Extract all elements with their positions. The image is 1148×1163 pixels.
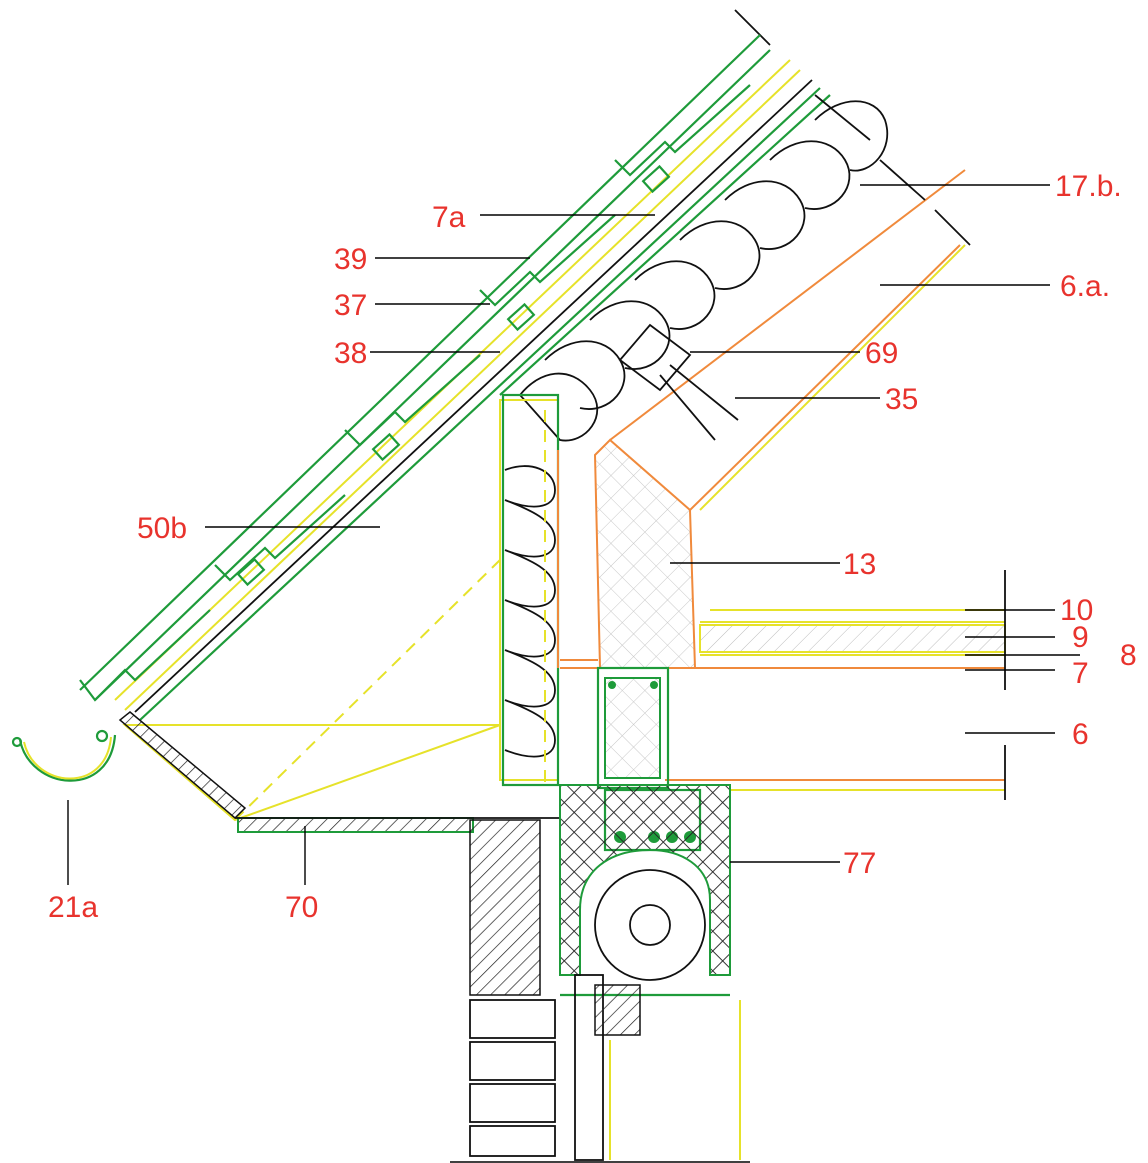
- label-38: 38: [334, 337, 367, 370]
- callout-labels: 17.b. 7a 39 6.a. 37 38 69 35 50b 13 10 9…: [48, 170, 1137, 924]
- label-9: 9: [1072, 621, 1089, 654]
- label-7: 7: [1072, 657, 1089, 690]
- gutter: [11, 729, 117, 782]
- label-6a: 6.a.: [1060, 270, 1110, 303]
- label-10: 10: [1060, 594, 1093, 627]
- window-frame: [574, 974, 741, 1161]
- ring-beam-fill: [593, 438, 697, 669]
- roof-build-up: [79, 9, 971, 721]
- label-7a: 7a: [432, 201, 466, 234]
- leader-lines: [67, 184, 1080, 1163]
- rafter-insulation: [518, 100, 889, 442]
- label-50b: 50b: [137, 512, 187, 545]
- label-77: 77: [843, 847, 876, 880]
- label-69: 69: [865, 337, 898, 370]
- label-8: 8: [1120, 639, 1137, 672]
- roller-shutter-box: [559, 784, 731, 997]
- brick-wall: [469, 819, 556, 1157]
- label-13: 13: [843, 548, 876, 581]
- label-21a: 21a: [48, 891, 98, 924]
- angle-bracket: [618, 323, 739, 441]
- label-39: 39: [334, 243, 367, 276]
- label-6: 6: [1072, 718, 1089, 751]
- label-37: 37: [334, 289, 367, 322]
- wall-insulation: [499, 393, 598, 790]
- label-35: 35: [885, 383, 918, 416]
- label-70: 70: [285, 891, 318, 924]
- eave-soffit: [118, 559, 560, 833]
- label-17b: 17.b.: [1055, 170, 1122, 203]
- roof-tiles: [79, 84, 751, 702]
- floor-slab: [560, 570, 1006, 800]
